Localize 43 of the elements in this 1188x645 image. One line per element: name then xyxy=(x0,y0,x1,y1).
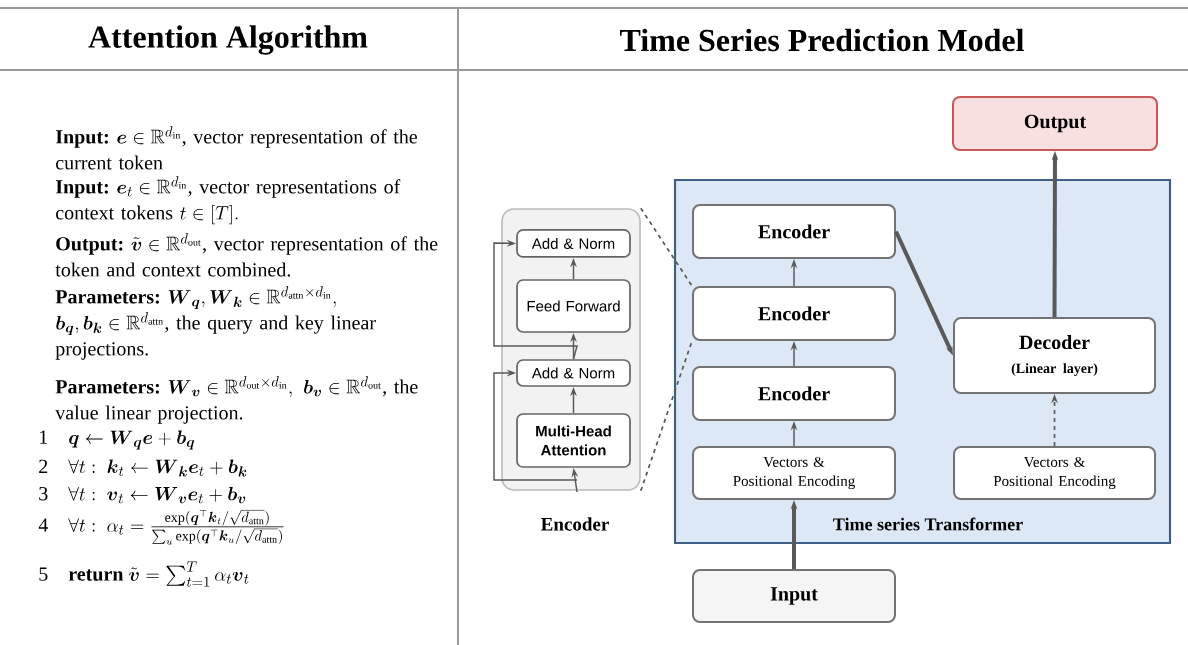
algorithm-line: Parameters: $\boldsymbol{W}_{\boldsymbol{q}},\boldsymbol{W}_{\boldsymbol{k}}\in\mathbb{R}^{d_{\mathrm{attn}}\times d_{\mathrm{in}}},$ $\boldsymbol{b}_{\boldsymbol{q}},\boldsymbol{b}_{\boldsymbol{k}}\in\mathbb{R}^{d_{\mathrm{attn}}}$, the query and key linear projections. xyxy=(55,286,376,360)
column-heading: Attention Algorithm xyxy=(88,25,368,55)
algorithm-step: 2 $\forall t:\ \boldsymbol{k}_t\leftarrow\boldsymbol{W}_{\boldsymbol{k}}\boldsymbol{e}_t+\boldsymbol{b}_{\boldsymbol{k}}$ xyxy=(39,459,247,477)
label: Input: xyxy=(55,180,108,198)
algorithm-step: 5 return $\tilde{\boldsymbol{v}}=\sum_{t=1}^{T}\alpha_t\boldsymbol{v}_t$ xyxy=(39,561,249,587)
layer-box: Add & Norm xyxy=(516,229,631,258)
embedding-box: Vectors & Positional Encoding xyxy=(953,446,1156,500)
zoom-line xyxy=(639,340,693,492)
encoder-box: Encoder xyxy=(692,204,896,259)
algorithm-step: 1 $\boldsymbol{q}\leftarrow\boldsymbol{W}_{\boldsymbol{q}}\boldsymbol{e}+\boldsymbol{b}_{\boldsymbol{q}}$ xyxy=(40,430,195,450)
algorithm-line: Output: $\tilde{\boldsymbol{v}}\in\mathbb{R}^{d_{\mathrm{out}}}$, vector representation of the token and context combined. xyxy=(55,233,438,277)
column-heading: Time Series Prediction Model xyxy=(620,28,1024,52)
label: $\boldsymbol{W}_{\boldsymbol{v}}\in\mathbb{R}^{d_{\mathrm{out}}\times d_{\mathrm{in}}},\ \boldsymbol{b}_{\boldsymbol{v}}\in\mathbb{R}^{d_{\mathrm{out}}}$ xyxy=(168,376,381,398)
encoder-box: Encoder xyxy=(692,366,896,421)
algorithm-line: Input: $\boldsymbol{e}\in\mathbb{R}^{d_{\mathrm{in}}}$, vector representation of the current token xyxy=(55,126,417,170)
label: Parameters: xyxy=(55,380,159,394)
encoder-box: Decoder (Linear layer) xyxy=(953,317,1156,394)
layer-box: Add & Norm xyxy=(516,359,631,387)
output-box: Output xyxy=(952,96,1158,151)
label: value linear projection. xyxy=(55,405,243,424)
label: $\boldsymbol{W}_{\boldsymbol{q}},\boldsymbol{W}_{\boldsymbol{k}}\in\mathbb{R}^{d_{\mathrm{attn}}\times d_{\mathrm{in}}},$ xyxy=(168,286,336,310)
embedding-box: Vectors & Positional Encoding xyxy=(692,446,896,500)
algorithm-step: 3 $\forall t:\ \boldsymbol{v}_t\leftarrow\boldsymbol{W}_{\boldsymbol{v}}\boldsymbol{e}_t+\boldsymbol{b}_{\boldsymbol{v}}$ xyxy=(39,486,246,504)
label: , the xyxy=(382,379,418,397)
algorithm-line: Parameters: $\boldsymbol{W}_{\boldsymbol{v}}\in\mathbb{R}^{d_{\mathrm{out}}\times d_{\mathrm{in}}},\ \boldsymbol{b}_{\boldsymbol{v}}\in\mathbb{R}^{d_{\mathrm{out}}}$, the value linear projection. xyxy=(55,376,418,424)
zoom-line xyxy=(639,207,693,287)
label: , the query and key linear xyxy=(165,315,376,334)
label: context tokens xyxy=(56,205,173,220)
label: $t\in[T].$ xyxy=(180,204,238,225)
layer-box: Feed Forward xyxy=(516,279,631,333)
algorithm-line: Input: $\boldsymbol{e}_t\in\mathbb{R}^{d_{\mathrm{in}}}$, vector representations of context tokens $t\in[T].$ xyxy=(55,176,401,225)
arrow xyxy=(493,369,578,481)
input-box: Input xyxy=(692,569,896,623)
arrow xyxy=(493,239,578,360)
node-label: Encoder xyxy=(541,517,609,531)
layer-box: Multi-Head Attention xyxy=(516,413,631,468)
label: $\boldsymbol{e}_t\in\mathbb{R}^{d_{\mathrm{in}}}$ xyxy=(117,176,187,197)
label: projections. xyxy=(55,342,148,360)
label: $\boldsymbol{b}_{\boldsymbol{q}},\boldsymbol{b}_{\boldsymbol{k}}\in\mathbb{R}^{d_{\mathrm{attn}}}$ xyxy=(56,312,163,336)
label: Parameters: xyxy=(55,290,159,304)
algorithm-step: 4 $\forall t:\ \alpha_t=\frac{\exp(\boldsymbol{q}^{\top}\boldsymbol{k}_t/\sqrt{d_{\mathrm{attn}}})}{\sum_u\exp(\boldsymbol{q}^{\top}\boldsymbol{k}_u/\sqrt{d_{\mathrm{attn}}})}$ xyxy=(38,510,284,545)
label: , vector representations of xyxy=(188,179,401,198)
encoder-box: Encoder xyxy=(692,286,896,341)
